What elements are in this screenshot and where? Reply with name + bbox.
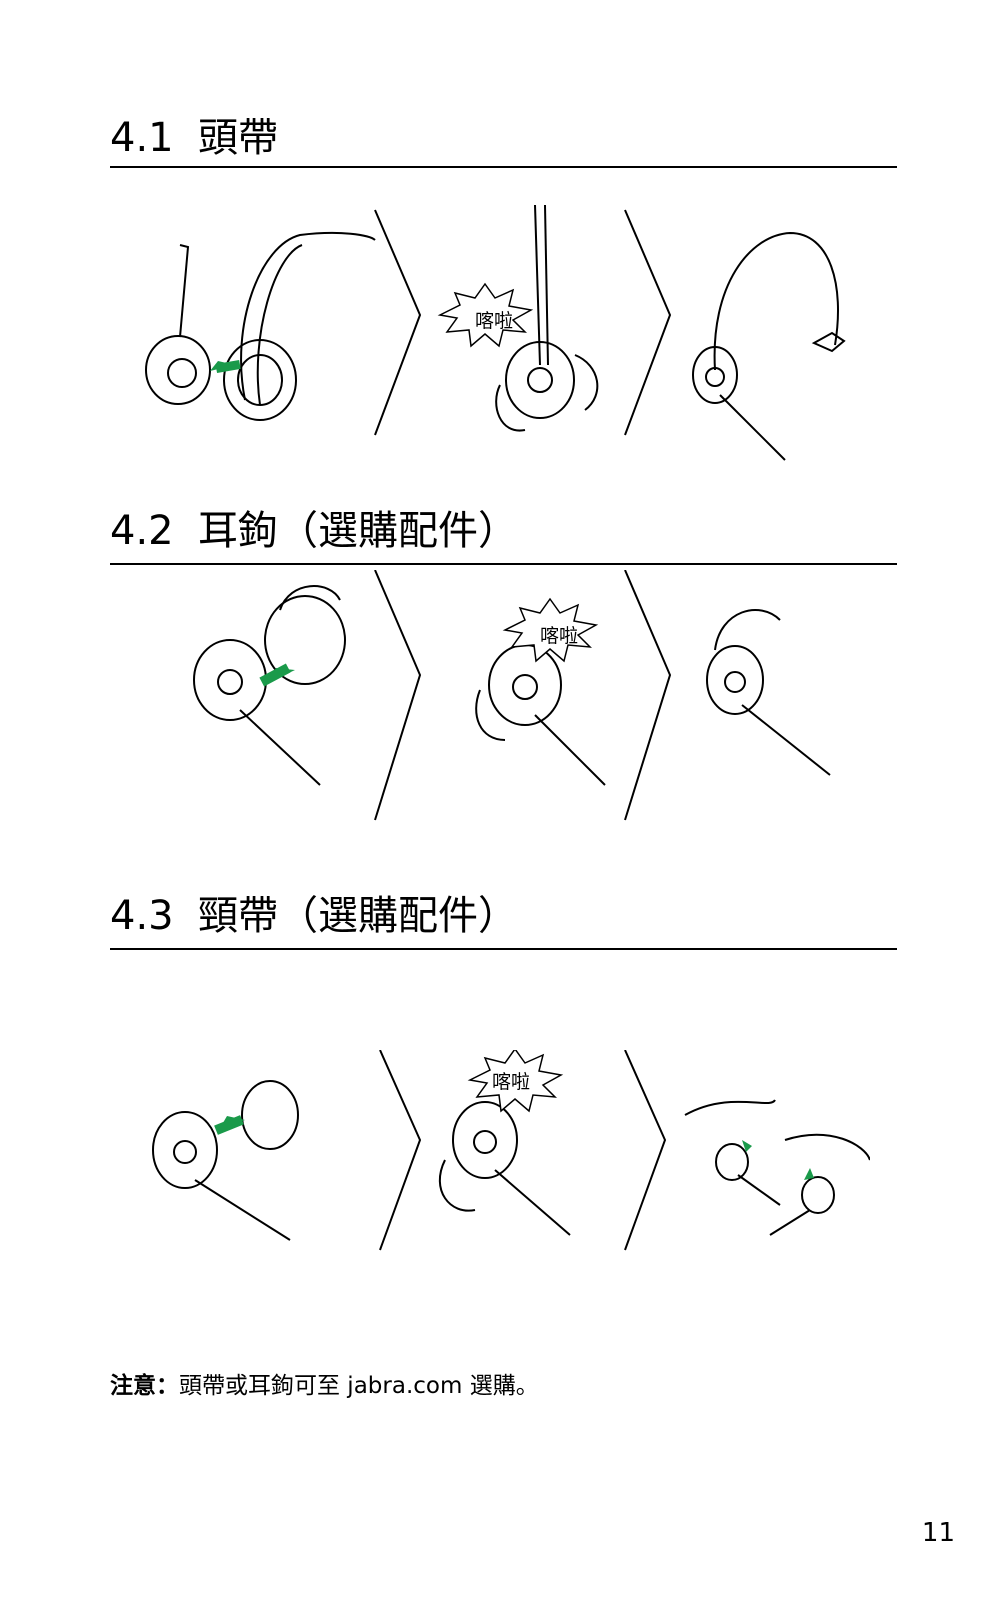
section-number: 4.1: [110, 115, 174, 161]
assembled-headband: [713, 231, 839, 371]
section-title-4-1: 4.1 頭帶: [110, 118, 278, 158]
note: 注意：頭帶或耳鉤可至 jabra.com 選購。: [110, 1366, 539, 1400]
section-heading: 頭帶: [198, 115, 278, 161]
section-rule: [110, 166, 897, 168]
neckband-illustration: 喀啦: [152, 1050, 870, 1251]
section-title-4-3: 4.3 頸帶（選購配件）: [110, 896, 518, 936]
step-separator: [624, 209, 672, 436]
click-callout-label: 喀啦: [540, 625, 578, 647]
step-separator: [624, 1050, 667, 1251]
section-number: 4.2: [110, 508, 174, 554]
boom-arm: [239, 709, 321, 786]
step-separator: [379, 1050, 422, 1251]
section-heading: 耳鉤（選購配件）: [198, 508, 518, 554]
step-separator: [374, 209, 422, 436]
boom-arm: [194, 1179, 291, 1241]
note-label: 注意：: [110, 1373, 179, 1399]
neckband-right: [784, 1133, 870, 1161]
section-rule: [110, 948, 897, 950]
earpiece-base: [152, 1111, 218, 1189]
earhook-illustration: 喀啦: [193, 570, 831, 821]
figure-earhook: 喀啦: [130, 570, 870, 830]
step-separator: [624, 570, 672, 821]
click-callout-burst: [467, 1050, 564, 1113]
earpiece-base: [145, 335, 211, 405]
page-number: 11: [921, 1518, 955, 1548]
boom-arm: [719, 394, 786, 461]
click-callout-label: 喀啦: [475, 310, 513, 332]
section-title-4-2: 4.2 耳鉤（選購配件）: [110, 511, 518, 551]
note-text: 頭帶或耳鉤可至 jabra.com 選購。: [179, 1373, 539, 1399]
section-number: 4.3: [110, 893, 174, 939]
headband-illustration: 喀啦: [145, 205, 846, 461]
attach-arrow: [804, 1168, 814, 1180]
figure-neckband: 喀啦: [130, 1050, 870, 1260]
section-rule: [110, 563, 897, 565]
neckband-ring: [241, 1080, 299, 1150]
earhook-ring: [264, 595, 346, 685]
section-heading: 頸帶（選購配件）: [198, 893, 518, 939]
earpiece-center: [167, 358, 197, 388]
headband-cushion: [223, 339, 297, 421]
step-separator: [374, 570, 422, 821]
boom-arm-outline: [179, 244, 190, 338]
click-callout-burst: [502, 597, 599, 663]
earpiece-base: [193, 639, 267, 721]
headband-arc: [240, 231, 376, 401]
attach-arrow: [742, 1140, 752, 1152]
click-callout-label: 喀啦: [492, 1071, 530, 1093]
click-callout-burst: [437, 282, 534, 348]
earhook-loop: [279, 585, 341, 611]
neckband-left: [684, 1099, 776, 1116]
figure-headband: 喀啦: [130, 205, 870, 465]
attached-earhook: [714, 609, 781, 651]
